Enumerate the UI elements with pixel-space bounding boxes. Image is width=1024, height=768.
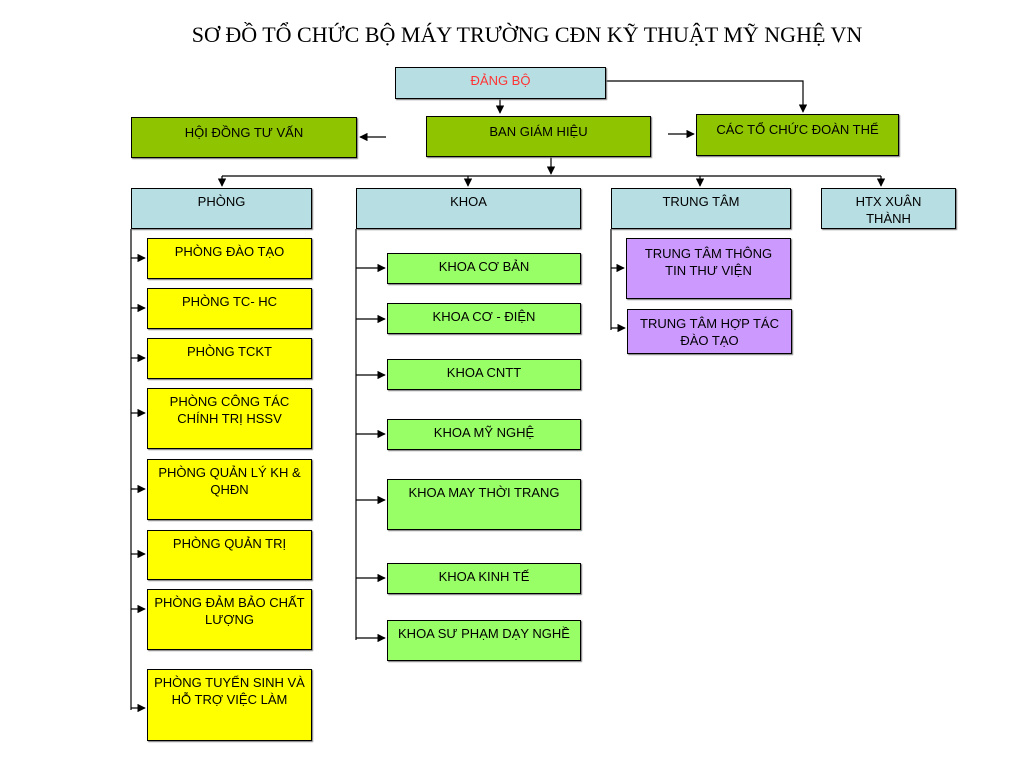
khoa-item: KHOA CƠ BẢN <box>387 253 581 284</box>
ban-giam-hieu-label: BAN GIÁM HIỆU <box>489 124 588 139</box>
khoa-item: KHOA MỸ NGHỆ <box>387 419 581 450</box>
to-chuc-doan-the-box: CÁC TỔ CHỨC ĐOÀN THỂ <box>696 114 899 156</box>
khoa-header: KHOA <box>356 188 581 229</box>
phong-item-label: PHÒNG QUẢN TRỊ <box>172 536 287 551</box>
phong-item: PHÒNG TCKT <box>147 338 312 379</box>
phong-item-label: PHÒNG ĐÀO TẠO <box>174 244 285 259</box>
khoa-item: KHOA SƯ PHẠM DẠY NGHỀ <box>387 620 581 661</box>
phong-item: PHÒNG TUYỂN SINH VÀ HỖ TRỢ VIỆC LÀM <box>147 669 312 741</box>
khoa-item: KHOA CNTT <box>387 359 581 390</box>
khoa-item-label: KHOA MAY THỜI TRANG <box>408 485 560 500</box>
hoi-dong-tu-van-label: HỘI ĐỒNG TƯ VẤN <box>184 125 304 140</box>
dang-bo-box: ĐẢNG BỘ <box>395 67 606 99</box>
trung-tam-header: TRUNG TÂM <box>611 188 791 229</box>
phong-item: PHÒNG QUẢN TRỊ <box>147 530 312 580</box>
phong-item-label: PHÒNG TUYỂN SINH VÀ HỖ TRỢ VIỆC LÀM <box>154 675 305 707</box>
khoa-item-label: KHOA CƠ BẢN <box>438 259 530 274</box>
khoa-item-label: KHOA MỸ NGHỆ <box>433 425 535 440</box>
phong-item-label: PHÒNG TCKT <box>187 344 272 359</box>
trung-tam-item: TRUNG TÂM HỢP TÁC ĐÀO TẠO <box>627 309 792 354</box>
phong-item-label: PHÒNG CÔNG TÁC CHÍNH TRỊ HSSV <box>169 394 290 426</box>
ban-giam-hieu-box: BAN GIÁM HIỆU <box>426 116 651 157</box>
phong-item-label: PHÒNG TC- HC <box>181 294 278 309</box>
phong-item: PHÒNG QUẢN LÝ KH & QHĐN <box>147 459 312 520</box>
khoa-item: KHOA KINH TẾ <box>387 563 581 594</box>
phong-item: PHÒNG TC- HC <box>147 288 312 329</box>
phong-item: PHÒNG ĐẢM BẢO CHẤT LƯỢNG <box>147 589 312 650</box>
trung-tam-item: TRUNG TÂM THÔNG TIN THƯ VIỆN <box>626 238 791 299</box>
dang-bo-label: ĐẢNG BỘ <box>470 73 531 88</box>
trung-tam-item-label: TRUNG TÂM THÔNG TIN THƯ VIỆN <box>644 246 773 278</box>
phong-item-label: PHÒNG QUẢN LÝ KH & QHĐN <box>158 465 301 497</box>
khoa-item-label: KHOA CƠ - ĐIỆN <box>432 309 536 324</box>
to-chuc-doan-the-label: CÁC TỔ CHỨC ĐOÀN THỂ <box>716 122 879 137</box>
htx-xuan-thanh-label: HTX XUÂN THÀNH <box>855 194 922 226</box>
page-title: SƠ ĐỒ TỔ CHỨC BỘ MÁY TRƯỜNG CĐN KỸ THUẬT… <box>191 22 863 47</box>
khoa-header-label: KHOA <box>450 194 487 209</box>
khoa-item-label: KHOA SƯ PHẠM DẠY NGHỀ <box>398 626 570 641</box>
htx-xuan-thanh-box: HTX XUÂN THÀNH <box>821 188 956 229</box>
phong-item: PHÒNG ĐÀO TẠO <box>147 238 312 279</box>
trung-tam-item-label: TRUNG TÂM HỢP TÁC ĐÀO TẠO <box>640 316 779 348</box>
khoa-item-label: KHOA CNTT <box>446 365 522 380</box>
khoa-item-label: KHOA KINH TẾ <box>438 569 530 584</box>
khoa-item: KHOA CƠ - ĐIỆN <box>387 303 581 334</box>
khoa-item: KHOA MAY THỜI TRANG <box>387 479 581 530</box>
hoi-dong-tu-van-box: HỘI ĐỒNG TƯ VẤN <box>131 117 357 158</box>
phong-item: PHÒNG CÔNG TÁC CHÍNH TRỊ HSSV <box>147 388 312 449</box>
phong-header: PHÒNG <box>131 188 312 229</box>
phong-header-label: PHÒNG <box>197 194 246 209</box>
phong-item-label: PHÒNG ĐẢM BẢO CHẤT LƯỢNG <box>154 595 305 627</box>
trung-tam-header-label: TRUNG TÂM <box>662 194 740 209</box>
